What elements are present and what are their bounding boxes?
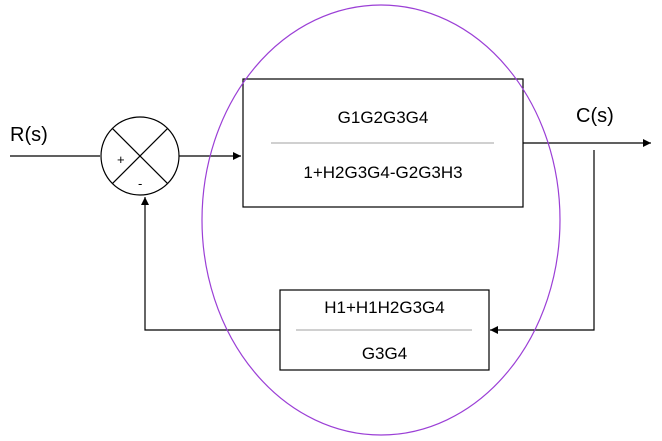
feedback-return-line (141, 197, 280, 331)
highlight-ellipse (201, 4, 561, 436)
forward-denominator: 1+H2G3G4-G2G3H3 (303, 163, 463, 182)
feedback-denominator: G3G4 (361, 344, 408, 363)
plus-sign: + (117, 152, 125, 167)
input-label: R(s) (10, 124, 48, 146)
minus-sign: - (138, 176, 143, 191)
feedback-pickoff-line (490, 150, 595, 334)
output-label: C(s) (576, 105, 614, 127)
forward-numerator: G1G2G3G4 (337, 108, 429, 127)
feedback-numerator: H1+H1H2G3G4 (324, 298, 445, 317)
